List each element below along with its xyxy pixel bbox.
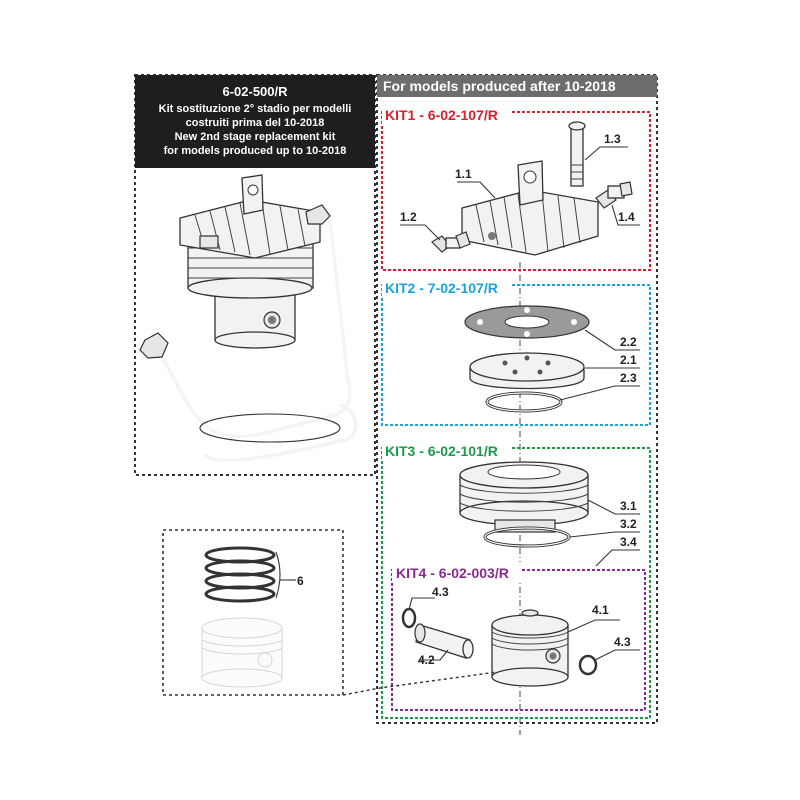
bolt-1-3 bbox=[570, 127, 584, 187]
old-kit-code: 6-02-500/R bbox=[222, 84, 288, 99]
kit4-group: KIT4 - 6-02-003/R 4.3 4.2 4.1 bbox=[391, 562, 646, 711]
kit2-group: KIT2 - 7-02-107/R 2.2 2.1 2.3 bbox=[381, 277, 651, 426]
kit3-label: KIT3 - 6-02-101/R bbox=[385, 443, 498, 459]
cylinder-head-1-1 bbox=[461, 160, 599, 256]
old-kit-title-box bbox=[135, 75, 375, 168]
piston-rings-panel: 6 bbox=[162, 529, 498, 696]
old-kit-line-2: costruiti prima del 10-2018 bbox=[186, 117, 325, 129]
label-3-1: 3.1 bbox=[620, 499, 637, 513]
leader-4-2 bbox=[420, 649, 449, 661]
cylinder-3-1 bbox=[459, 461, 589, 533]
leader-4-3-left bbox=[408, 597, 435, 611]
leader-2-3 bbox=[559, 385, 640, 401]
label-4-2: 4.2 bbox=[418, 653, 435, 667]
new-models-header-text: For models produced after 10-2018 bbox=[383, 78, 616, 94]
label-4-3-right: 4.3 bbox=[614, 635, 631, 649]
leader-1-1 bbox=[457, 181, 496, 199]
old-kit-line-1: Kit sostituzione 2° stadio per modelli bbox=[159, 103, 352, 115]
label-1-3: 1.3 bbox=[604, 132, 621, 146]
old-kit-line-4: for models produced up to 10-2018 bbox=[164, 145, 347, 157]
new-models-header bbox=[377, 75, 657, 97]
new-models-panel: For models produced after 10-2018 bbox=[376, 74, 658, 724]
bracket-6 bbox=[275, 551, 281, 599]
kit1-label: KIT1 - 6-02-107/R bbox=[385, 107, 498, 123]
gasket-2-2 bbox=[464, 305, 590, 339]
old-second-stage-assembly bbox=[139, 174, 358, 463]
circlip-4-3-right bbox=[578, 654, 598, 676]
kit2-box bbox=[381, 284, 651, 426]
label-4-3-left: 4.3 bbox=[432, 585, 449, 599]
label-3-2: 3.2 bbox=[620, 517, 637, 531]
leader-3-4 bbox=[595, 549, 640, 567]
leader-2-2 bbox=[584, 329, 640, 351]
leader-1-2 bbox=[400, 224, 441, 241]
circlip-4-3-left bbox=[401, 607, 417, 629]
piston-rings-6 bbox=[204, 546, 276, 603]
leader-4-3-right bbox=[594, 649, 640, 661]
rings-connector-line bbox=[342, 671, 498, 696]
old-kit-panel: 6-02-500/R Kit sostituzione 2° stadio pe… bbox=[134, 74, 376, 476]
fitting-1-2 bbox=[431, 231, 471, 253]
kit1-box bbox=[381, 111, 651, 271]
label-2-3: 2.3 bbox=[620, 371, 637, 385]
kit3-box bbox=[381, 447, 651, 719]
ghost-piston bbox=[201, 617, 283, 688]
kit2-label: KIT2 - 7-02-107/R bbox=[385, 280, 498, 296]
leader-1-3 bbox=[584, 146, 628, 161]
piston-pin-4-2 bbox=[414, 623, 474, 659]
label-1-2: 1.2 bbox=[400, 210, 417, 224]
piston-4-1 bbox=[491, 609, 569, 687]
leader-3-1 bbox=[587, 499, 640, 515]
kit1-group: KIT1 - 6-02-107/R bbox=[381, 104, 651, 271]
old-kit-line-3: New 2nd stage replacement kit bbox=[175, 131, 336, 143]
kit4-label: KIT4 - 6-02-003/R bbox=[396, 565, 509, 581]
valve-plate-2-1 bbox=[469, 352, 585, 390]
label-3-4: 3.4 bbox=[620, 535, 637, 549]
leader-3-2 bbox=[569, 531, 640, 538]
label-1-1: 1.1 bbox=[455, 167, 472, 181]
leader-4-1 bbox=[567, 619, 620, 633]
kit3-group: KIT3 - 6-02-101/R 3.1 3.2 3.4 bbox=[381, 440, 651, 719]
label-6: 6 bbox=[297, 574, 304, 588]
label-4-1: 4.1 bbox=[592, 603, 609, 617]
label-2-2: 2.2 bbox=[620, 335, 637, 349]
label-1-4: 1.4 bbox=[618, 210, 635, 224]
label-2-1: 2.1 bbox=[620, 353, 637, 367]
fitting-1-4 bbox=[595, 181, 633, 209]
leader-1-4 bbox=[611, 204, 640, 226]
